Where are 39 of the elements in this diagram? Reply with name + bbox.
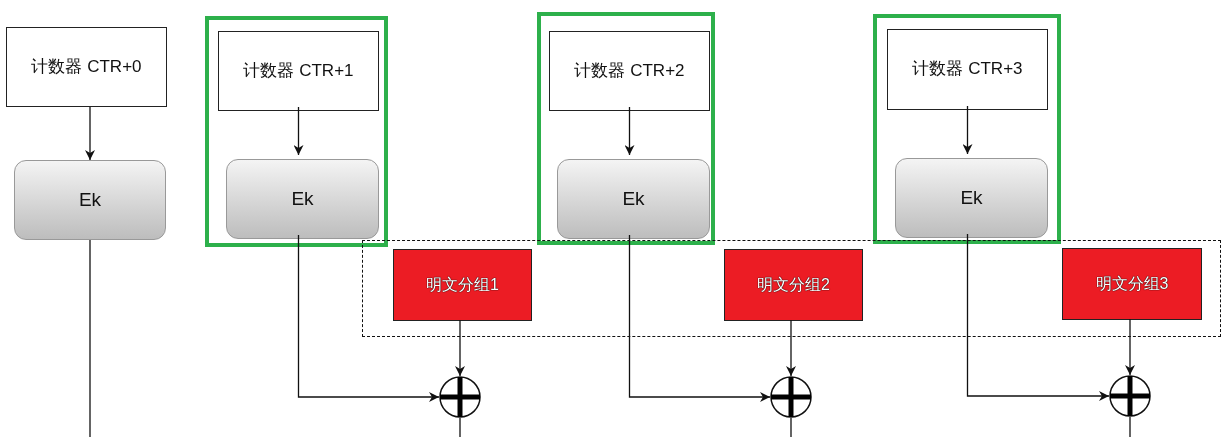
highlight-frame bbox=[873, 14, 1061, 244]
arrow bbox=[966, 233, 1110, 401]
counter-box bbox=[218, 31, 379, 111]
arrow bbox=[624, 106, 635, 156]
counter-box bbox=[887, 29, 1048, 110]
arrow bbox=[455, 319, 465, 377]
plaintext-block-box bbox=[1062, 248, 1202, 320]
arrow bbox=[628, 234, 771, 402]
xor-symbol bbox=[1109, 375, 1151, 417]
box-label: 计数器 CTR+0 bbox=[30, 55, 143, 78]
box-label: Ek bbox=[77, 188, 103, 213]
arrow bbox=[293, 106, 304, 156]
arrow bbox=[1125, 318, 1135, 376]
plaintext-block-box bbox=[724, 249, 863, 321]
arrow bbox=[85, 106, 95, 161]
encryption-box bbox=[14, 160, 166, 240]
xor-symbol bbox=[439, 376, 481, 418]
encryption-box bbox=[895, 158, 1048, 238]
box-label: Ek bbox=[621, 187, 646, 212]
box-label: 明文分组3 bbox=[1094, 274, 1170, 295]
box-label: 明文分组1 bbox=[425, 275, 500, 296]
arrow bbox=[962, 105, 973, 155]
encryption-box bbox=[557, 159, 710, 239]
box-label: Ek bbox=[290, 187, 315, 212]
box-label: 计数器 CTR+1 bbox=[242, 59, 355, 82]
box-label: 计数器 CTR+2 bbox=[573, 59, 686, 82]
highlight-frame bbox=[205, 16, 388, 247]
counter-box bbox=[6, 27, 167, 107]
dashed-group-box bbox=[362, 240, 1221, 337]
box-label: 明文分组2 bbox=[756, 275, 831, 296]
arrow bbox=[297, 234, 440, 402]
highlight-frame bbox=[537, 12, 715, 245]
encryption-box bbox=[226, 159, 379, 239]
counter-box bbox=[549, 31, 710, 111]
arrow bbox=[786, 319, 796, 377]
xor-symbol bbox=[770, 376, 812, 418]
box-label: Ek bbox=[959, 186, 984, 211]
plaintext-block-box bbox=[393, 249, 532, 321]
box-label: 计数器 CTR+3 bbox=[911, 58, 1024, 81]
